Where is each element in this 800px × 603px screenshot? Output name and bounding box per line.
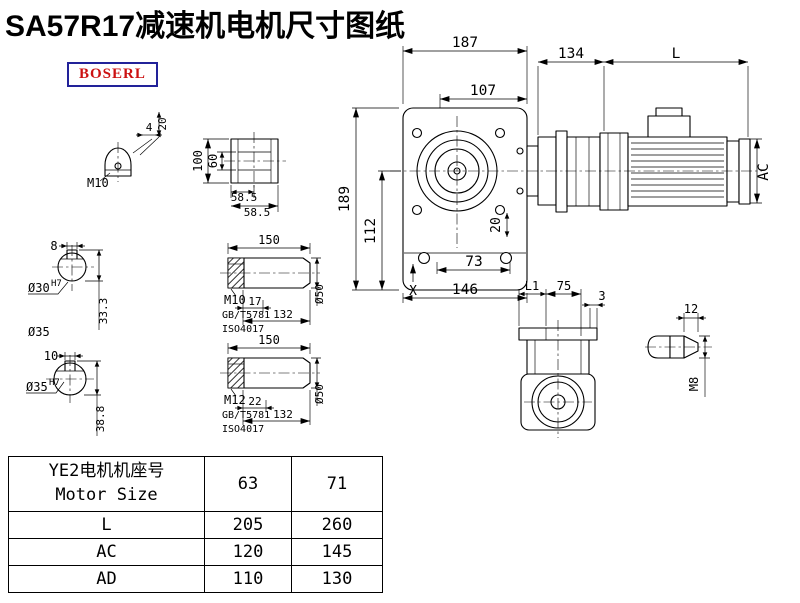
shaft30-thread-label: M10 <box>224 293 246 307</box>
bore35-key-width-label: 10 <box>44 349 58 363</box>
value-cell: 110 <box>204 565 292 593</box>
gearbox-front-view <box>402 107 528 291</box>
dim-134-label: 134 <box>558 46 584 62</box>
table-row-AC: AC 120 145 <box>8 538 383 566</box>
value-cell: 120 <box>204 538 292 566</box>
dim-146-label: 146 <box>452 282 478 298</box>
shaft-end-key-view <box>99 136 160 182</box>
shaft35-thread-label: M12 <box>224 393 246 407</box>
dim-189-label: 189 <box>337 186 353 212</box>
value-cell: 260 <box>291 511 383 539</box>
plate-dim-60-label: 60 <box>206 154 220 168</box>
shaft30-dia-label: Ø50 <box>313 284 326 304</box>
bore30-dia-label: Ø30 <box>28 281 50 295</box>
shaft30-thread-len-label: 17 <box>248 295 261 308</box>
shaft30-length-label: 150 <box>258 233 280 247</box>
table-row-AD: AD 110 130 <box>8 565 383 593</box>
side-dim-75-label: 75 <box>557 279 571 293</box>
shaft35-length-label: 150 <box>258 333 280 347</box>
shaft35-std1-label: GB/T5781 <box>222 410 270 421</box>
bore35-dia-label: Ø35 <box>26 380 48 394</box>
output-shaft-view-m10 <box>227 257 311 297</box>
plate-dim-100-label: 100 <box>191 150 205 172</box>
bore35-key-depth-label: 38.8 <box>94 406 107 433</box>
shaft35-dia-label: Ø50 <box>313 384 326 404</box>
value-cell: 130 <box>291 565 383 593</box>
value-cell: 145 <box>291 538 383 566</box>
dim-AC-label: AC <box>756 163 772 180</box>
shaft35-std2-label: ISO4017 <box>222 424 264 435</box>
output-shaft-view-m12 <box>227 357 311 397</box>
motor-size-table: YE2电机机座号 Motor Size 63 71 L 205 260 AC 1… <box>8 456 383 593</box>
plate-dim-585a-label: 58.5 <box>231 191 258 204</box>
dim-107-label: 107 <box>470 83 496 99</box>
side-dim-l1-label: L1 <box>525 279 539 293</box>
dimension-lines <box>26 46 762 436</box>
bore35-fit-label: H7 <box>49 378 60 388</box>
row-label-cell: AD <box>8 565 205 593</box>
table-header-cell: YE2电机机座号 Motor Size <box>8 456 205 512</box>
hub-dia-note-label: Ø35 <box>28 325 50 339</box>
shaft30-std1-label: GB/T5781 <box>222 310 270 321</box>
frame-size-63-cell: 63 <box>204 456 292 512</box>
motor-side-view <box>526 107 751 213</box>
side-dim-3-label: 3 <box>598 289 605 303</box>
table-header-row: YE2电机机座号 Motor Size 63 71 <box>8 456 383 512</box>
bore30-key-depth-label: 33.3 <box>97 298 110 325</box>
key-end-dim-4-label: 4 <box>146 121 153 134</box>
centerlines <box>46 116 762 438</box>
key-end-thread-label: M10 <box>87 176 109 190</box>
page-title: SA57R17减速机电机尺寸图纸 <box>5 10 406 43</box>
dim-L-label: L <box>672 46 681 62</box>
table-title-en: Motor Size <box>55 485 158 505</box>
ref-x-label: X <box>409 284 417 299</box>
dim-187-label: 187 <box>452 35 478 51</box>
bore30-key-width-label: 8 <box>50 239 57 253</box>
shaft30-body-len-label: 132 <box>273 308 293 321</box>
value-cell: 205 <box>204 511 292 539</box>
screw-dim-12-label: 12 <box>684 302 698 316</box>
dimension-labels: 187 107 134 L 189 112 AC 20 73 146 X M10… <box>26 35 772 435</box>
table-title-cn: YE2电机机座号 <box>48 461 165 482</box>
key-end-dim-20-label: 20 <box>156 117 169 130</box>
dim-73-label: 73 <box>465 254 482 270</box>
row-label-cell: L <box>8 511 205 539</box>
plate-dim-585b-label: 58.5 <box>244 206 271 219</box>
dim-112-label: 112 <box>363 218 379 244</box>
shaft30-std2-label: ISO4017 <box>222 324 264 335</box>
row-label-cell: AC <box>8 538 205 566</box>
shaft35-thread-len-label: 22 <box>248 395 261 408</box>
table-row-L: L 205 260 <box>8 511 383 539</box>
dim-20-offset-label: 20 <box>489 217 504 233</box>
brand-logo: BOSERL <box>67 62 158 87</box>
frame-size-71-cell: 71 <box>291 456 383 512</box>
bore30-fit-label: H7 <box>51 279 62 289</box>
shaft35-body-len-label: 132 <box>273 408 293 421</box>
screw-thread-label: M8 <box>687 377 701 391</box>
